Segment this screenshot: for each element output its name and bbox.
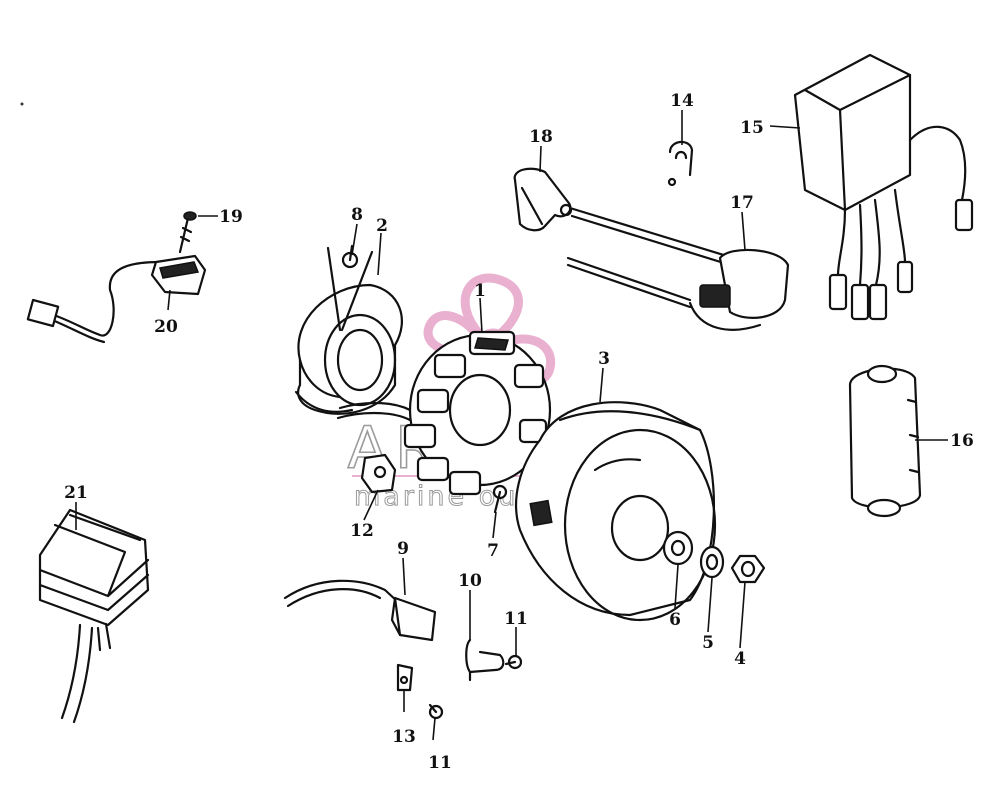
- callout-plate-screw: 8: [351, 205, 363, 225]
- clip-screw-drawing: [428, 703, 444, 720]
- leader-lines: [75, 110, 948, 741]
- pulser-plate-drawing: [294, 283, 403, 415]
- callout-cdi-unit: 15: [740, 118, 764, 138]
- callout-spacer: 6: [669, 610, 681, 630]
- wire-clip-drawing: [396, 663, 414, 692]
- speck-dot: [20, 102, 24, 106]
- cdi-unit-drawing: [793, 53, 974, 321]
- bracket-drawing: [465, 638, 505, 682]
- callout-nut: 4: [734, 649, 746, 669]
- callout-stop-switch-lead: 20: [154, 317, 178, 337]
- cable-clamp-drawing: [667, 140, 694, 187]
- stator-screw-drawing: [492, 484, 508, 514]
- callout-ground-screw: 19: [219, 207, 243, 227]
- cord-clamp-drawing: [360, 453, 397, 494]
- callout-ignition-coil: 17: [730, 193, 754, 213]
- callout-stator-screw: 7: [487, 541, 499, 561]
- bracket-screw-drawing: [504, 654, 523, 670]
- callout-stator: 1: [474, 281, 486, 301]
- flywheel-drawing: [514, 401, 717, 622]
- callout-pulser-coil: 9: [397, 539, 409, 559]
- callouts: 1 2 3 4 5 6 7 8 9 10 11 11 12 13 14 15 1…: [64, 91, 974, 773]
- spacer-drawing: [662, 530, 694, 566]
- callout-cable-clamp: 14: [670, 91, 694, 111]
- callout-wire-clip: 13: [392, 727, 416, 747]
- callout-bracket-screw: 11: [504, 609, 528, 629]
- callout-condenser: 16: [950, 431, 974, 451]
- callout-plug-cap: 18: [529, 127, 553, 147]
- callout-washer: 5: [702, 633, 714, 653]
- callout-cord-clamp: 12: [350, 521, 374, 541]
- nut-drawing: [730, 554, 766, 584]
- callout-bracket: 10: [458, 571, 482, 591]
- callout-flywheel: 3: [598, 349, 610, 369]
- callout-rectifier: 21: [64, 483, 88, 503]
- plug-cap-drawing: [513, 167, 573, 232]
- plate-screw-drawing: [326, 244, 374, 332]
- stop-switch-lead-drawing: [26, 254, 207, 344]
- condenser-drawing: [848, 364, 922, 518]
- callout-pulser-plate: 2: [376, 216, 388, 236]
- ignition-coil-drawing: [566, 206, 790, 331]
- rectifier-drawing: [38, 508, 150, 724]
- stator-drawing: [336, 330, 552, 496]
- washer-drawing: [699, 545, 725, 579]
- pulser-coil-drawing: [283, 579, 437, 642]
- ground-screw-drawing: [178, 211, 197, 254]
- callout-clip-screw: 11: [428, 753, 452, 773]
